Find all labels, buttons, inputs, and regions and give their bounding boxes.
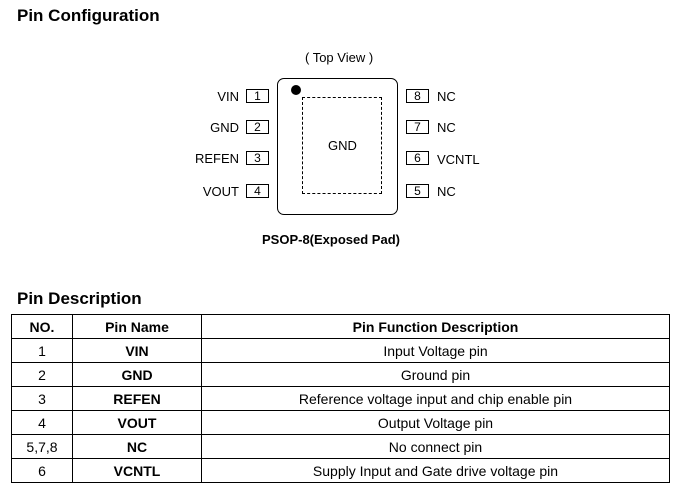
table-row: 1 VIN Input Voltage pin bbox=[11, 338, 670, 363]
pin-description-table: NO. Pin Name Pin Function Description 1 … bbox=[11, 314, 670, 483]
cell-pin-name: NC bbox=[72, 434, 202, 459]
pin-label-refen: REFEN bbox=[194, 151, 239, 166]
pin-number-3: 3 bbox=[246, 151, 269, 165]
pin-label-vcntl: VCNTL bbox=[437, 152, 480, 167]
pin-label-nc-8: NC bbox=[437, 89, 456, 104]
pin-label-vin: VIN bbox=[217, 89, 239, 104]
cell-no: 6 bbox=[11, 458, 73, 483]
cell-no: 5,7,8 bbox=[11, 434, 73, 459]
cell-function: No connect pin bbox=[201, 434, 670, 459]
package-label: PSOP-8(Exposed Pad) bbox=[262, 232, 400, 247]
table-row: 3 REFEN Reference voltage input and chip… bbox=[11, 386, 670, 411]
pin-number-1: 1 bbox=[246, 89, 269, 103]
header-function: Pin Function Description bbox=[201, 314, 670, 339]
pin-number-7: 7 bbox=[406, 120, 429, 134]
header-pin-name: Pin Name bbox=[72, 314, 202, 339]
pin-description-title: Pin Description bbox=[17, 289, 142, 308]
table-header-row: NO. Pin Name Pin Function Description bbox=[11, 314, 670, 339]
header-no: NO. bbox=[11, 314, 73, 339]
table-row: 4 VOUT Output Voltage pin bbox=[11, 410, 670, 435]
pin-label-nc-7: NC bbox=[437, 120, 456, 135]
table-row: 5,7,8 NC No connect pin bbox=[11, 434, 670, 459]
pad-label: GND bbox=[328, 138, 357, 153]
cell-pin-name: VCNTL bbox=[72, 458, 202, 483]
cell-no: 3 bbox=[11, 386, 73, 411]
pin-number-5: 5 bbox=[406, 184, 429, 198]
pin-configuration-title: Pin Configuration bbox=[17, 6, 160, 25]
cell-pin-name: GND bbox=[72, 362, 202, 387]
top-view-label: ( Top View ) bbox=[305, 50, 374, 65]
pin-label-nc-5: NC bbox=[437, 184, 456, 199]
pin1-indicator-dot bbox=[291, 85, 301, 95]
cell-pin-name: REFEN bbox=[72, 386, 202, 411]
cell-function: Reference voltage input and chip enable … bbox=[201, 386, 670, 411]
table-row: 2 GND Ground pin bbox=[11, 362, 670, 387]
cell-function: Ground pin bbox=[201, 362, 670, 387]
pin-number-2: 2 bbox=[246, 120, 269, 134]
chip-body bbox=[277, 78, 398, 215]
cell-function: Input Voltage pin bbox=[201, 338, 670, 363]
pin-number-4: 4 bbox=[246, 184, 269, 198]
pin-number-8: 8 bbox=[406, 89, 429, 103]
cell-no: 1 bbox=[11, 338, 73, 363]
pin-label-vout: VOUT bbox=[202, 184, 239, 199]
cell-function: Output Voltage pin bbox=[201, 410, 670, 435]
cell-no: 2 bbox=[11, 362, 73, 387]
pin-label-gnd: GND bbox=[210, 120, 239, 135]
cell-pin-name: VOUT bbox=[72, 410, 202, 435]
exposed-pad bbox=[302, 97, 382, 194]
cell-no: 4 bbox=[11, 410, 73, 435]
pin-number-6: 6 bbox=[406, 151, 429, 165]
cell-pin-name: VIN bbox=[72, 338, 202, 363]
table-row: 6 VCNTL Supply Input and Gate drive volt… bbox=[11, 458, 670, 483]
cell-function: Supply Input and Gate drive voltage pin bbox=[201, 458, 670, 483]
